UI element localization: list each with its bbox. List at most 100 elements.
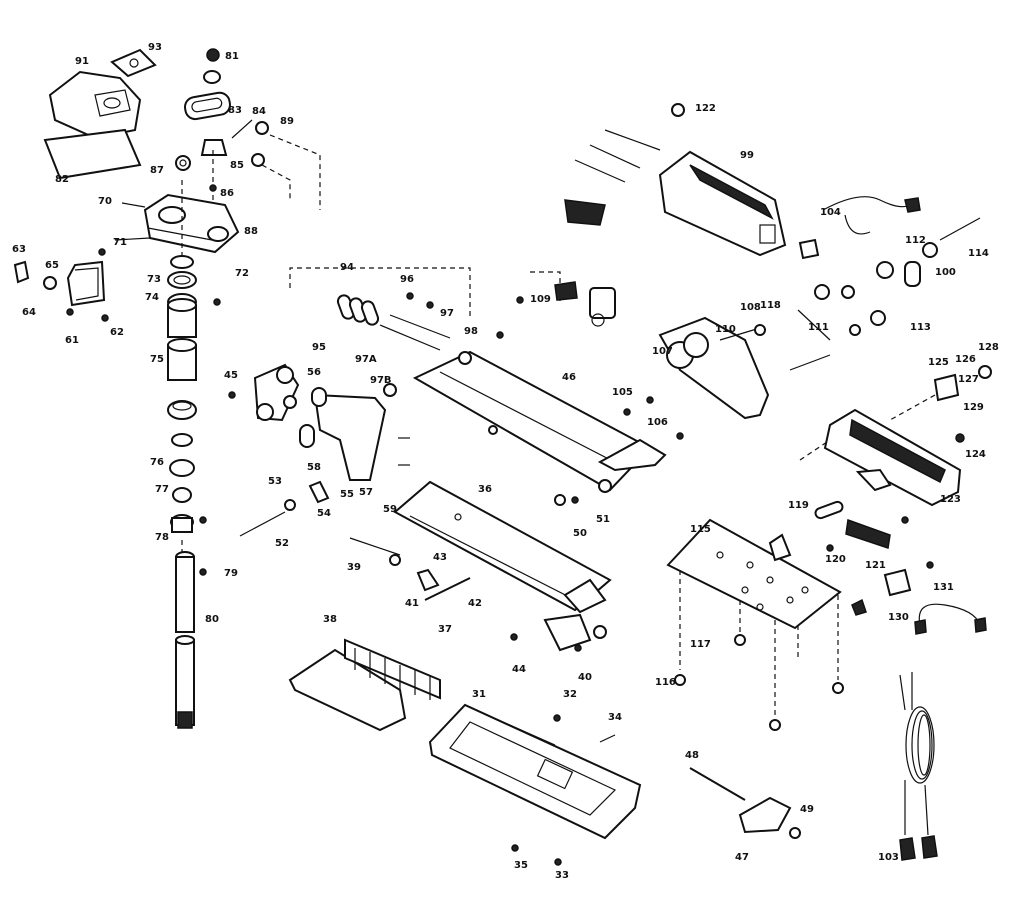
pivot-bracket	[228, 363, 410, 481]
label-75: 75	[150, 354, 164, 365]
label-123: 123	[940, 494, 961, 505]
label-32: 32	[563, 689, 577, 700]
label-114: 114	[968, 248, 989, 259]
label-61: 61	[65, 335, 79, 346]
clip-fastener	[510, 613, 607, 652]
label-109: 109	[530, 294, 551, 305]
label-88: 88	[244, 226, 258, 237]
decal-square	[110, 48, 157, 78]
label-47: 47	[735, 852, 749, 863]
label-70: 70	[98, 196, 112, 207]
side-cover	[658, 316, 770, 420]
label-115: 115	[690, 524, 711, 535]
label-87: 87	[150, 165, 164, 176]
label-128: 128	[978, 342, 999, 353]
label-84: 84	[252, 106, 266, 117]
label-31: 31	[472, 689, 486, 700]
label-59: 59	[383, 504, 397, 515]
head-cover	[43, 70, 142, 180]
label-98: 98	[464, 326, 478, 337]
label-74: 74	[145, 292, 159, 303]
label-41: 41	[405, 598, 419, 609]
rod-and-clip	[689, 767, 801, 839]
wire-assembly-top	[822, 196, 921, 235]
label-95: 95	[312, 342, 326, 353]
label-116: 116	[655, 677, 676, 688]
label-42: 42	[468, 598, 482, 609]
label-33: 33	[555, 870, 569, 881]
label-99: 99	[740, 150, 754, 161]
fitting-columns	[175, 134, 321, 210]
spring-assembly	[289, 267, 471, 351]
pedal-spring	[814, 500, 909, 552]
label-77: 77	[155, 484, 169, 495]
control-box	[658, 103, 820, 260]
label-86: 86	[220, 188, 234, 199]
label-37: 37	[438, 624, 452, 635]
label-79: 79	[224, 568, 238, 579]
label-36: 36	[478, 484, 492, 495]
label-71: 71	[113, 237, 127, 248]
label-49: 49	[800, 804, 814, 815]
label-34: 34	[608, 712, 622, 723]
label-43: 43	[433, 552, 447, 563]
wire-loop	[914, 603, 987, 635]
label-35: 35	[514, 860, 528, 871]
label-124: 124	[965, 449, 986, 460]
linkage-bar	[412, 331, 684, 493]
label-105: 105	[612, 387, 633, 398]
shaft-column	[167, 180, 221, 729]
bracket-clamp	[13, 248, 109, 322]
label-104: 104	[820, 207, 841, 218]
label-91a: 91	[75, 56, 89, 67]
label-65: 65	[45, 260, 59, 271]
label-93: 93	[148, 42, 162, 53]
circuit-board	[666, 518, 844, 731]
label-119: 119	[788, 500, 809, 511]
label-72: 72	[235, 268, 249, 279]
label-45: 45	[224, 370, 238, 381]
label-73: 73	[147, 274, 161, 285]
label-108: 108	[740, 302, 761, 313]
label-48: 48	[685, 750, 699, 761]
label-63: 63	[12, 244, 26, 255]
label-81: 81	[225, 51, 239, 62]
head-housing	[114, 193, 240, 254]
label-113: 113	[910, 322, 931, 333]
label-96: 96	[400, 274, 414, 285]
label-78: 78	[155, 532, 169, 543]
label-46: 46	[562, 372, 576, 383]
micro-switch	[851, 561, 934, 616]
label-110: 110	[715, 324, 736, 335]
label-111: 111	[808, 322, 829, 333]
label-83: 83	[228, 105, 242, 116]
label-85: 85	[230, 160, 244, 171]
label-97: 97	[440, 308, 454, 319]
label-50: 50	[573, 528, 587, 539]
label-80: 80	[205, 614, 219, 625]
label-82: 82	[55, 174, 69, 185]
base-plate	[393, 480, 612, 614]
label-40: 40	[578, 672, 592, 683]
label-129: 129	[963, 402, 984, 413]
label-130: 130	[888, 612, 909, 623]
label-121: 121	[865, 560, 886, 571]
label-39: 39	[347, 562, 361, 573]
label-38: 38	[323, 614, 337, 625]
label-53: 53	[268, 476, 282, 487]
label-54: 54	[317, 508, 331, 519]
switch-part	[516, 271, 616, 327]
label-118: 118	[760, 300, 781, 311]
label-100: 100	[935, 267, 956, 278]
bearing-set	[789, 217, 981, 371]
label-127: 127	[958, 374, 979, 385]
top-fittings	[184, 48, 269, 167]
label-58: 58	[307, 462, 321, 473]
label-64: 64	[22, 307, 36, 318]
label-131: 131	[933, 582, 954, 593]
label-51: 51	[596, 514, 610, 525]
foot-pedal-top	[799, 394, 965, 507]
bottom-pedal-base	[428, 703, 642, 866]
label-125: 125	[928, 357, 949, 368]
